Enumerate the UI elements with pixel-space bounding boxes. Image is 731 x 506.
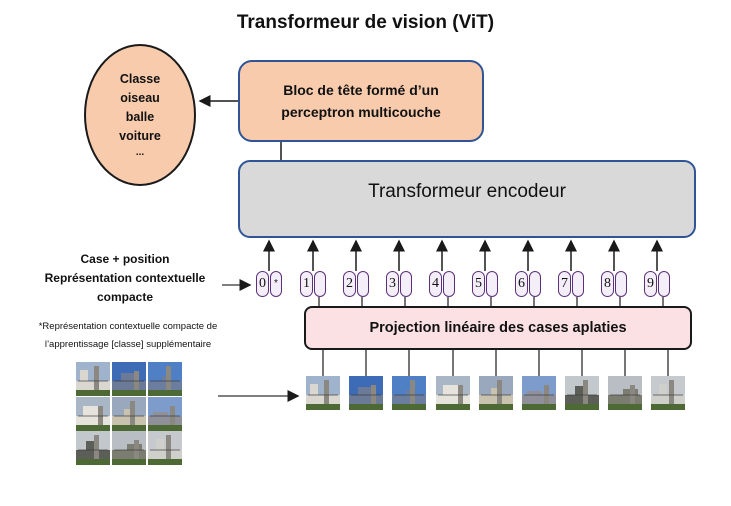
flat-patch-3 <box>392 376 426 410</box>
mlp-head-line2: perceptron multicouche <box>281 104 441 120</box>
projection-label: Projection linéaire des cases aplaties <box>369 320 627 336</box>
patch-lines <box>318 297 669 376</box>
flat-patch-6 <box>522 376 556 410</box>
class-label-1: oiseau <box>120 91 160 105</box>
flat-patch-8 <box>608 376 642 410</box>
token-arrows <box>263 239 663 271</box>
footnote-line1: *Représentation contextuelle compacte de <box>38 321 218 332</box>
grid-patch-1 <box>76 362 110 396</box>
token-2: 2 <box>343 271 369 297</box>
position-embedding-7 <box>572 271 584 297</box>
caption-line1: Case + position <box>80 252 170 266</box>
flat-patch-5 <box>479 376 513 410</box>
caption-line3: compacte <box>96 290 154 304</box>
grid-patch-4 <box>76 397 110 431</box>
token-index-1: 1 <box>300 271 313 297</box>
token-1: 1 <box>300 271 326 297</box>
grid-patch-8 <box>112 431 146 465</box>
token-9: 9 <box>644 271 670 297</box>
grid-patch-9 <box>148 431 182 465</box>
token-5: 5 <box>472 271 498 297</box>
linear-projection-box: Projection linéaire des cases aplaties <box>304 306 692 350</box>
position-embedding-4 <box>443 271 455 297</box>
token-index-8: 8 <box>601 271 614 297</box>
diagram-title: Transformeur de vision (ViT) <box>236 12 495 33</box>
token-7: 7 <box>558 271 584 297</box>
position-embedding-6 <box>529 271 541 297</box>
token-index-6: 6 <box>515 271 528 297</box>
token-8: 8 <box>601 271 627 297</box>
grid-patch-6 <box>148 397 182 431</box>
class-label-0: Classe <box>119 72 161 86</box>
position-embedding-8 <box>615 271 627 297</box>
flat-patch-1 <box>306 376 340 410</box>
token-3: 3 <box>386 271 412 297</box>
token-index-7: 7 <box>558 271 571 297</box>
flat-patch-4 <box>436 376 470 410</box>
footnote: *Représentation contextuelle compacte de… <box>8 318 248 354</box>
token-index-4: 4 <box>429 271 442 297</box>
token-index-5: 5 <box>472 271 485 297</box>
token-index-9: 9 <box>644 271 657 297</box>
flat-patch-9 <box>651 376 685 410</box>
token-4: 4 <box>429 271 455 297</box>
class-label-3: voiture <box>119 129 161 143</box>
grid-patch-7 <box>76 431 110 465</box>
token-0: 0* <box>256 271 282 297</box>
class-label-2: balle <box>125 110 155 124</box>
transformer-encoder-box: Transformeur encodeur <box>238 160 696 238</box>
position-embedding-0: * <box>270 271 282 297</box>
token-6: 6 <box>515 271 541 297</box>
grid-patch-5 <box>112 397 146 431</box>
mlp-head-line1: Bloc de tête formé d’un <box>283 82 439 98</box>
position-embedding-3 <box>400 271 412 297</box>
mlp-head-box: Bloc de tête formé d’un perceptron multi… <box>238 60 484 142</box>
position-embedding-5 <box>486 271 498 297</box>
footnote-line2: l’apprentissage [classe] supplémentaire <box>44 339 212 350</box>
position-embedding-2 <box>357 271 369 297</box>
encoder-label: Transformeur encodeur <box>368 181 566 202</box>
flat-patch-7 <box>565 376 599 410</box>
position-embedding-9 <box>658 271 670 297</box>
class-label-4: ... <box>135 147 145 158</box>
token-index-0: 0 <box>256 271 269 297</box>
class-output-ellipse: Classe oiseau balle voiture ... <box>84 44 196 186</box>
position-embedding-1 <box>314 271 326 297</box>
token-index-3: 3 <box>386 271 399 297</box>
flat-patch-2 <box>349 376 383 410</box>
token-caption: Case + position Représentation contextue… <box>10 250 240 307</box>
grid-patch-3 <box>148 362 182 396</box>
caption-line2: Représentation contextuelle <box>44 271 206 285</box>
token-index-2: 2 <box>343 271 356 297</box>
grid-patch-2 <box>112 362 146 396</box>
